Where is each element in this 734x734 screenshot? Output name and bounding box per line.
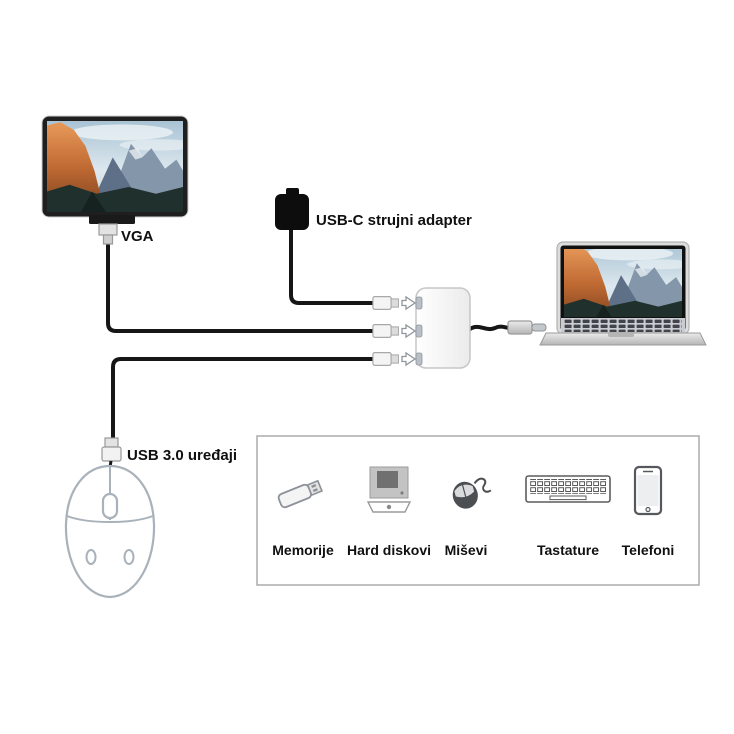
- laptop-wallpaper: [564, 249, 682, 317]
- device-label-telefoni: Telefoni: [622, 542, 675, 558]
- hub-port-1: [415, 296, 423, 310]
- hub-port-3: [415, 352, 423, 366]
- usb-devices-plug: [101, 437, 122, 462]
- laptop: [539, 241, 707, 346]
- power-cable: [289, 227, 375, 305]
- smartphone-icon: [633, 465, 663, 516]
- hub-port-2: [415, 324, 423, 338]
- power-adapter-body: [275, 194, 309, 230]
- mouse-button-seam: [66, 515, 154, 523]
- usb-hub: [372, 287, 547, 369]
- keyboard-icon: [525, 475, 611, 503]
- plug-arrow-icon: [401, 295, 417, 311]
- power-adapter: USB-C strujni adapter: [275, 188, 472, 230]
- mouse-body: [64, 464, 156, 599]
- vga-plug: [98, 223, 118, 245]
- power-adapter-label: USB-C strujni adapter: [316, 212, 472, 229]
- mouse-scroll-wheel: [101, 492, 119, 520]
- monitor-wallpaper: [47, 121, 183, 212]
- device-label-tastature: Tastature: [537, 542, 599, 558]
- mouse-glide-pad-left: [85, 549, 97, 565]
- plug-arrow-icon: [401, 351, 417, 367]
- plug-arrow-icon: [401, 323, 417, 339]
- hub-plug-top: [372, 295, 400, 311]
- hub-body: [415, 287, 471, 369]
- usb-flash-drive-icon: [277, 479, 323, 509]
- hard-disk-icon: [366, 466, 412, 513]
- device-label-hard-diskovi: Hard diskovi: [347, 542, 431, 558]
- hub-laptop-cable: [468, 324, 512, 331]
- cables: [106, 227, 512, 440]
- vga-label: VGA: [121, 228, 154, 245]
- mouse-glide-pad-right: [123, 549, 135, 565]
- devices-box: Memorije Hard diskovi Miševi Tastature T…: [256, 435, 700, 586]
- device-label-memorije: Memorije: [272, 542, 334, 558]
- mouse-drawing: [64, 460, 156, 599]
- usb-devices-label: USB 3.0 uređaji: [127, 447, 237, 464]
- device-label-misevi: Miševi: [445, 542, 488, 558]
- laptop-notch: [608, 333, 634, 337]
- monitor: VGA: [41, 115, 189, 245]
- hub-plug-middle: [372, 323, 400, 339]
- laptop-base: [539, 332, 707, 346]
- computer-mouse-icon: [452, 477, 492, 509]
- hub-plug-bottom: [372, 351, 400, 367]
- usb-devices-cable: [111, 357, 375, 440]
- devices-box-border: [256, 435, 700, 586]
- monitor-stand: [89, 215, 135, 224]
- usbc-plug: [507, 320, 547, 335]
- vga-cable: [106, 241, 375, 333]
- laptop-keys: [564, 319, 682, 332]
